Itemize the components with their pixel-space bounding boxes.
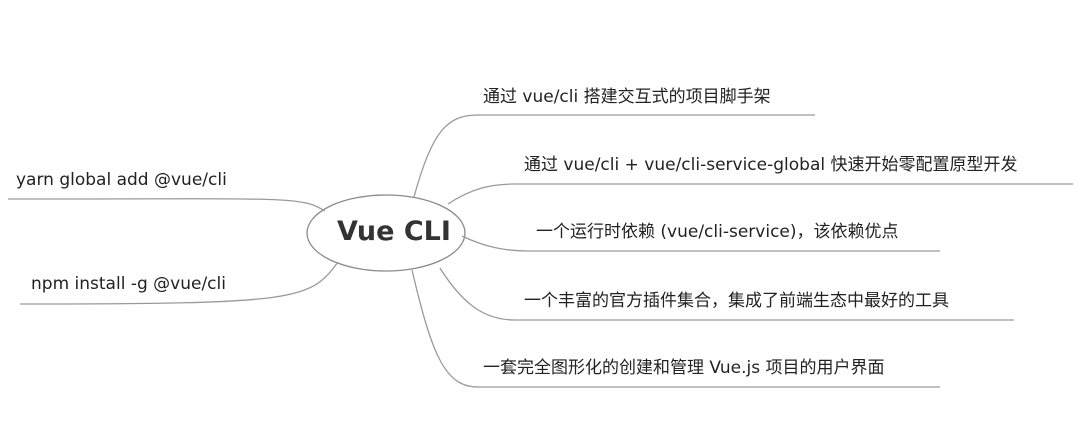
branch-right-runtime: 一个运行时依赖 (vue/cli-service)，该依赖优点 — [536, 222, 899, 242]
connector-right-2 — [447, 183, 1073, 205]
center-node — [306, 194, 466, 272]
connector-left-2 — [19, 261, 339, 305]
connector-right-5 — [411, 269, 940, 388]
branch-left-yarn: yarn global add @vue/cli — [16, 170, 227, 190]
branch-right-gui: 一套完全图形化的创建和管理 Vue.js 项目的用户界面 — [483, 358, 885, 378]
connector-right-3 — [461, 235, 940, 252]
branch-right-scaffold: 通过 vue/cli 搭建交互式的项目脚手架 — [483, 87, 771, 107]
center-node-label: Vue CLI — [337, 216, 451, 247]
branch-right-plugins: 一个丰富的官方插件集合，集成了前端生态中最好的工具 — [524, 291, 949, 311]
branch-left-npm: npm install -g @vue/cli — [31, 274, 226, 294]
connector-left-1 — [7, 198, 326, 212]
branch-right-prototype: 通过 vue/cli + vue/cli-service-global 快速开始… — [524, 155, 1018, 175]
connector-right-1 — [413, 114, 815, 198]
connector-right-4 — [439, 267, 1014, 321]
